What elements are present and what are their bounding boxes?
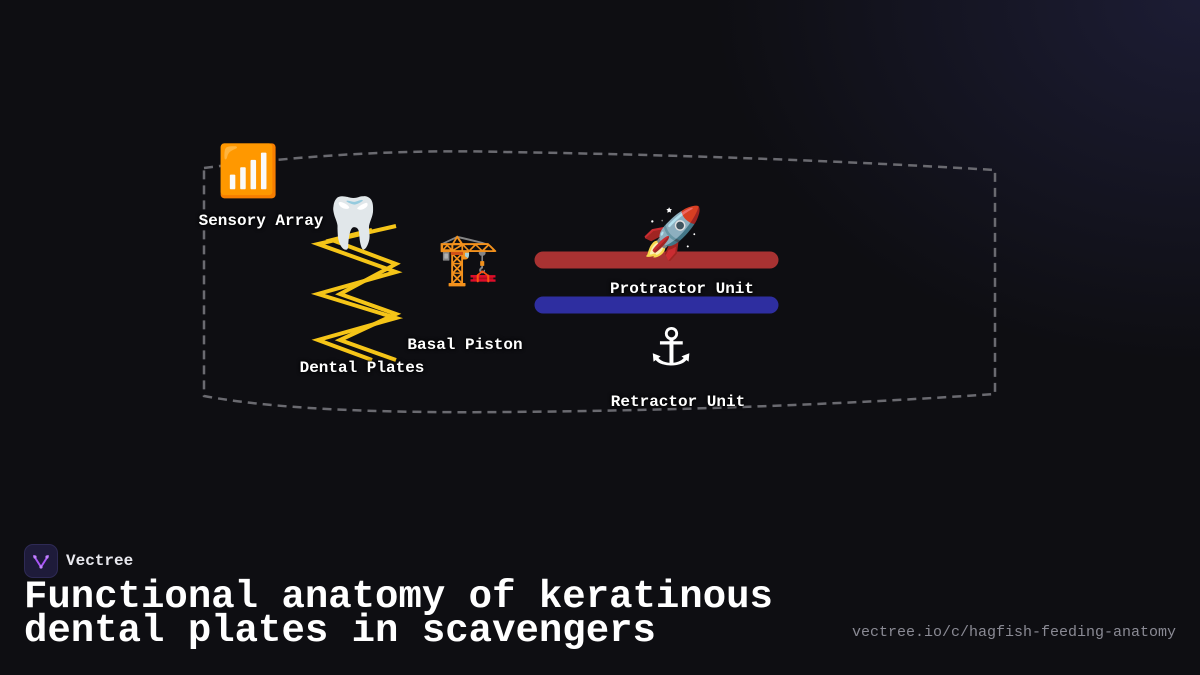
source-url[interactable]: vectree.io/c/hagfish-feeding-anatomy — [851, 624, 1176, 641]
protractor-unit-label: Protractor Unit — [609, 280, 755, 298]
page-title: Functional anatomy of keratinous dental … — [24, 575, 773, 653]
zigzag-front — [310, 224, 404, 362]
dental-plates-label: Dental Plates — [299, 359, 425, 377]
sensory-array-label: Sensory Array — [198, 212, 324, 230]
brand-name: Vectree — [66, 552, 134, 570]
anchor-icon: ⚓ — [647, 318, 695, 378]
vectree-logo-icon — [24, 544, 58, 578]
crane-icon: 🏗️ — [437, 230, 500, 288]
brand: Vectree — [24, 544, 133, 578]
zigzag-back — [325, 228, 402, 362]
tooth-icon: 🦷 — [322, 194, 385, 252]
basal-piston-label: Basal Piston — [407, 336, 523, 354]
retractor-unit-label: Retractor Unit — [610, 393, 746, 411]
signal-bars-icon: 📶 — [217, 142, 280, 200]
boundary-outline — [202, 150, 997, 414]
rocket-icon: 🚀 — [641, 204, 704, 262]
